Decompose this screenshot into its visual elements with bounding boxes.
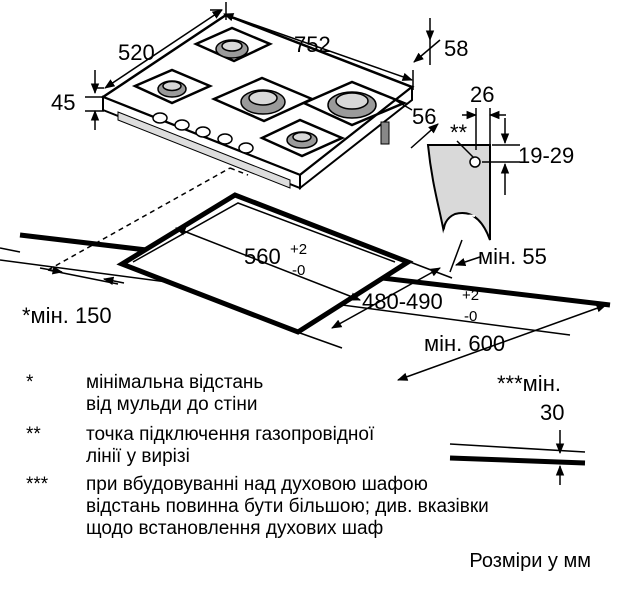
gas-connector <box>380 121 390 145</box>
burner-back-left-cap <box>221 40 243 52</box>
label-cutout-width-tol-minus: -0 <box>292 262 305 279</box>
footnote-3-line-3: щодо встановлення духових шаф <box>86 518 384 539</box>
control-knobs <box>152 112 254 154</box>
label-cutout-width-tol-plus: +2 <box>290 241 307 258</box>
label-depth: 520 <box>118 40 155 65</box>
knob-2 <box>174 119 190 131</box>
knob-1 <box>152 112 168 124</box>
footnote-3: *** при вбудовуванні над духовою шафою в… <box>26 474 606 542</box>
label-connector-offset: 26 <box>470 82 494 107</box>
grate-back-right <box>300 80 408 127</box>
footnote-3-mark: *** <box>26 474 49 495</box>
footnote-1: * мінімальна відстань від мульди до стін… <box>26 372 426 418</box>
label-back-offset: 58 <box>444 36 468 61</box>
connection-point <box>469 156 481 168</box>
footnote-1-line-2: від мульди до стіни <box>86 394 258 415</box>
knob-4 <box>217 133 233 145</box>
knob-3 <box>195 126 211 138</box>
footnote-2: ** точка підключення газопровідної лінії… <box>26 424 446 470</box>
label-connector-marker: ** <box>450 120 468 145</box>
connector-detail <box>426 108 520 241</box>
footnote-2-line-2: лінії у вирізі <box>86 446 190 467</box>
burner-back-right-cap <box>335 92 369 110</box>
hob-base-box <box>117 111 291 189</box>
footnote-1-line-1: мінімальна відстань <box>86 372 264 393</box>
units-note: Розміри у мм <box>469 550 591 572</box>
grate-front-right <box>259 118 346 158</box>
footnote-1-mark: * <box>26 372 34 393</box>
label-min-worktop: мін. 600 <box>424 331 505 356</box>
label-min-above-value: 30 <box>540 400 564 425</box>
label-connector-height: 19-29 <box>518 143 574 168</box>
label-min-front: мін. 55 <box>478 244 547 269</box>
footnote-2-mark: ** <box>26 424 41 445</box>
label-cutout-depth-tol-plus: +2 <box>462 287 479 304</box>
worktop-dimensions <box>39 227 607 485</box>
label-min-wall: *мін. 150 <box>22 303 112 328</box>
worktop-front-lower-edge <box>0 247 21 253</box>
burner-centre-cap <box>248 90 278 106</box>
label-width: 752 <box>294 32 331 57</box>
footnote-2-line-1: точка підключення газопровідної <box>86 424 375 445</box>
label-cutout-depth-tol-minus: -0 <box>464 308 477 325</box>
burner-front-left-cap <box>162 80 182 92</box>
label-min-above-prefix: ***мін. <box>497 371 561 396</box>
label-height: 45 <box>51 90 75 115</box>
footnote-3-line-1: при вбудовуванні над духовою шафою <box>86 474 428 495</box>
burner-front-right-cap <box>292 131 312 143</box>
label-cutout-depth: 480-490 <box>362 289 443 314</box>
section-profile <box>426 144 491 241</box>
label-side-offset: 56 <box>412 104 436 129</box>
label-cutout-width: 560 <box>244 244 281 269</box>
hob-dimensions <box>85 2 441 149</box>
footnote-3-line-2: відстань повинна бути більшою; див. вказ… <box>86 496 489 517</box>
knob-5 <box>238 142 254 154</box>
